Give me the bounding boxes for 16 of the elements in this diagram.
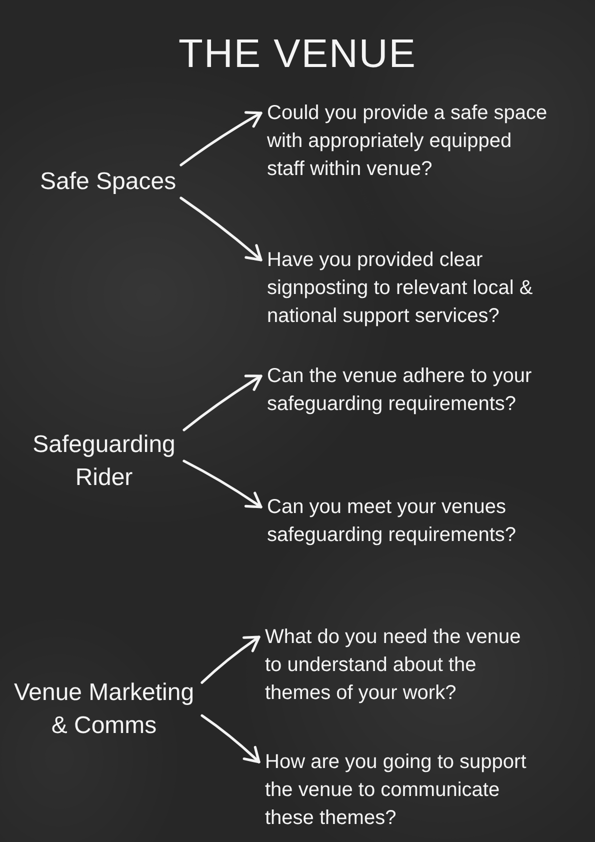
arrow xyxy=(182,460,262,508)
question-text: Can you meet your venues safeguarding requirements? xyxy=(267,493,550,549)
topic-label: Safeguarding Rider xyxy=(29,428,179,494)
arrow xyxy=(200,714,260,764)
question-text: What do you need the venue to understand about the themes of your work? xyxy=(265,623,531,707)
arrow xyxy=(180,196,262,262)
arrow xyxy=(182,374,262,432)
question-text: Could you provide a safe space with appropriately equipped staff within venue? xyxy=(267,99,550,183)
topic-label: Safe Spaces xyxy=(40,165,176,198)
arrow xyxy=(200,636,260,684)
question-text: Can the venue adhere to your safeguarding requirements? xyxy=(267,362,550,418)
question-text: How are you going to support the venue to communicate these themes? xyxy=(265,748,541,832)
arrow xyxy=(180,111,262,166)
question-text: Have you provided clear signposting to relevant local & national support services? xyxy=(267,246,550,330)
topic-label: Venue Marketing & Comms xyxy=(11,676,197,742)
title: THE VENUE xyxy=(178,31,416,78)
